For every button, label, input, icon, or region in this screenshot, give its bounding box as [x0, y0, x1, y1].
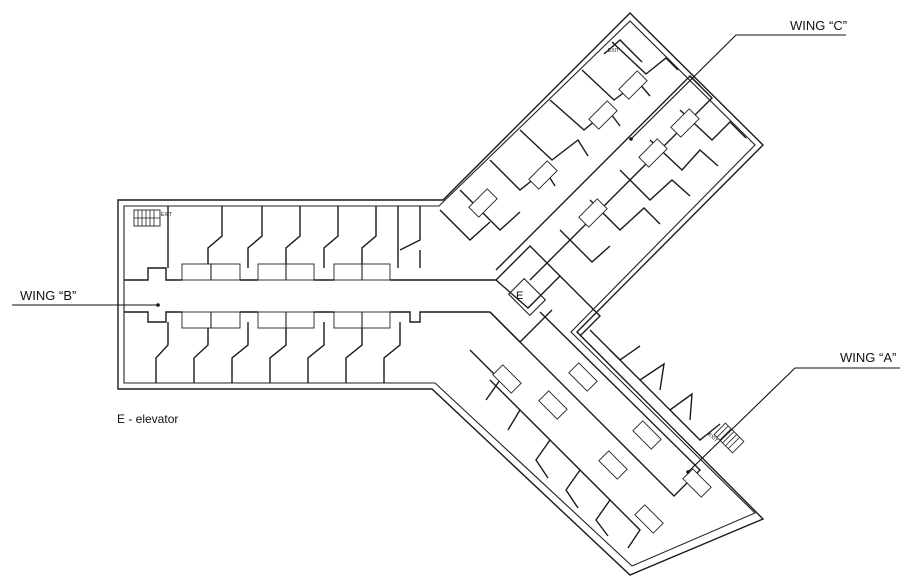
wing-c-rooms	[439, 39, 747, 281]
building-outline	[117, 12, 765, 576]
wing-b-rooms	[124, 206, 496, 383]
wing-b-label: WING “B”	[20, 288, 76, 303]
wing-b-callout: WING “B”	[12, 288, 160, 307]
wing-c-label: WING “C”	[790, 18, 847, 33]
elevator-mark: E	[516, 290, 523, 302]
exit-label-wing-b: EXIT	[161, 212, 172, 218]
wing-c-callout: WING “C”	[629, 18, 847, 141]
wing-a-label: WING “A”	[840, 350, 896, 365]
legend-elevator: E - elevator	[117, 412, 178, 426]
wing-a-callout: WING “A”	[686, 350, 900, 474]
exit-label-wing-c: EXIT	[608, 48, 619, 54]
wing-a-rooms	[469, 311, 745, 549]
